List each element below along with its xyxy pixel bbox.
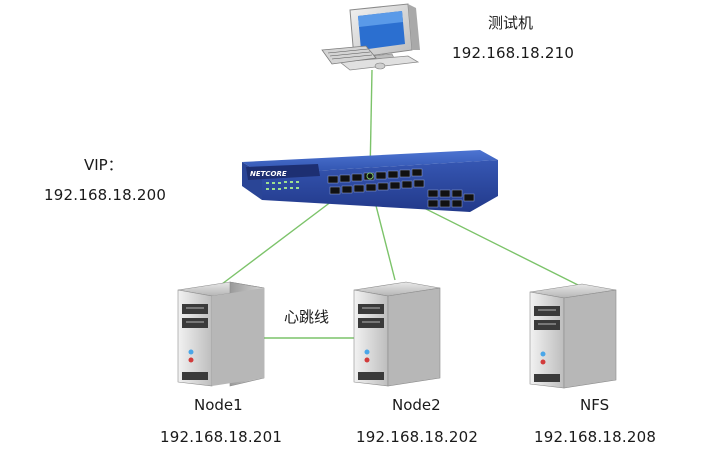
nfs-server-icon (529, 283, 617, 389)
node2-ip: 192.168.18.202 (356, 428, 479, 446)
tester-ip: 192.168.18.210 (452, 44, 575, 62)
nfs-name: NFS (580, 396, 610, 414)
switch-brand-label: NETCORE (250, 170, 287, 178)
tester-title: 测试机 (488, 14, 534, 32)
vip-ip: 192.168.18.200 (44, 186, 167, 204)
node2-name: Node2 (392, 396, 441, 414)
vip-title: VIP： (84, 156, 123, 174)
heartbeat-label: 心跳线 (284, 308, 330, 326)
network-switch-icon: NETCORE (242, 150, 498, 212)
node2-server-icon (353, 281, 441, 387)
node1-name: Node1 (194, 396, 243, 414)
tester-computer-icon (321, 3, 420, 71)
node1-server-icon (177, 281, 265, 387)
node1-ip: 192.168.18.201 (160, 428, 283, 446)
nfs-ip: 192.168.18.208 (534, 428, 657, 446)
